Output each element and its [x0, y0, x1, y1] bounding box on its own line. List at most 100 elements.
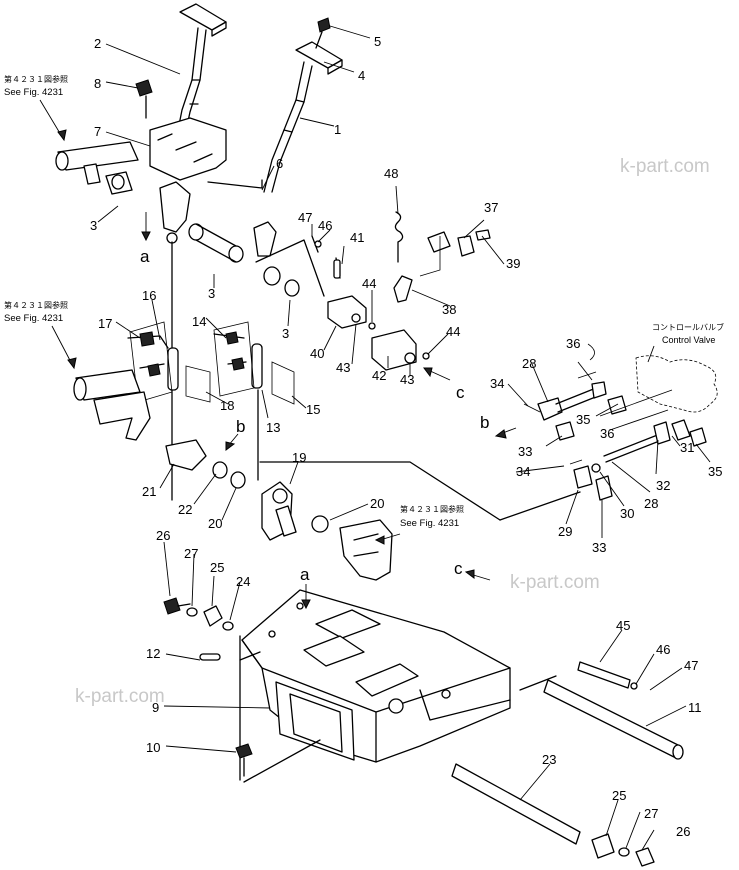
part-num-46-a: 46	[318, 218, 332, 233]
part-num-28-b: 28	[644, 496, 658, 511]
part-num-33-a: 33	[518, 444, 532, 459]
part-num-4: 4	[358, 68, 365, 83]
part-num-43-a: 43	[336, 360, 350, 375]
part-num-2: 2	[94, 36, 101, 51]
part-num-24: 24	[236, 574, 250, 589]
part-num-36-b: 36	[600, 426, 614, 441]
ref-letter-c-frame: c	[454, 559, 463, 578]
reference-arrows-drawing	[39, 99, 655, 610]
watermarks: k-part.com k-part.com k-part.com	[75, 156, 710, 707]
fig-ref-center-jp: 第４２３１図参照	[400, 504, 464, 514]
part-num-38: 38	[442, 302, 456, 317]
right-linkage-drawing	[499, 343, 707, 521]
part-num-23: 23	[542, 752, 556, 767]
part-numbers: 1 2 3 3 3 4 5 6 7 8 9 10 11 12 13 14 15 …	[90, 34, 722, 839]
part-num-12: 12	[146, 646, 160, 661]
fig-ref-mid-en: See Fig. 4231	[4, 313, 63, 324]
part-num-25-b: 25	[612, 788, 626, 803]
watermark-center: k-part.com	[510, 572, 600, 593]
part-num-19: 19	[292, 450, 306, 465]
ref-letters: a b c a b c	[140, 247, 489, 584]
long-shafts-drawing	[451, 661, 684, 867]
part-num-30: 30	[620, 506, 634, 521]
part-num-21: 21	[142, 484, 156, 499]
bushings-3-drawing	[188, 223, 325, 297]
lever-1-drawing	[253, 41, 343, 257]
part-num-32: 32	[656, 478, 670, 493]
control-valve-label-en: Control Valve	[662, 335, 715, 345]
part-num-18: 18	[220, 398, 234, 413]
control-valve-label-jp: コントロールバルブ	[652, 322, 724, 332]
part-num-27-b: 27	[644, 806, 658, 821]
fig-ref-center-en: See Fig. 4231	[400, 518, 459, 529]
part-num-43-b: 43	[400, 372, 414, 387]
part-num-20-a: 20	[370, 496, 384, 511]
part-num-3-c: 3	[282, 326, 289, 341]
part-num-47-b: 47	[684, 658, 698, 673]
part-num-34-a: 34	[490, 376, 504, 391]
part-num-22: 22	[178, 502, 192, 517]
part-num-36-a: 36	[566, 336, 580, 351]
valve-block-drawing	[311, 211, 491, 371]
drawing	[39, 3, 718, 867]
ref-letter-a-frame: a	[300, 565, 310, 584]
fig-ref-top-en: See Fig. 4231	[4, 87, 63, 98]
part-num-35-b: 35	[708, 464, 722, 479]
watermark-left: k-part.com	[75, 686, 165, 707]
ref-letter-b-right: b	[480, 413, 489, 432]
shaft-top-left-drawing	[55, 141, 139, 195]
part-num-35-a: 35	[576, 412, 590, 427]
part-num-7: 7	[94, 124, 101, 139]
shaft-mid-left-drawing	[73, 369, 246, 489]
part-num-13: 13	[266, 420, 280, 435]
part-num-37: 37	[484, 200, 498, 215]
part-num-27-a: 27	[184, 546, 198, 561]
fasteners-drawing	[135, 17, 331, 777]
part-num-16: 16	[142, 288, 156, 303]
part-num-10: 10	[146, 740, 160, 755]
notes: 第４２３１図参照 See Fig. 4231 第４２３１図参照 See Fig.…	[4, 74, 724, 529]
valve-linkage-center-drawing	[339, 519, 393, 581]
bracket-7-drawing	[149, 117, 263, 501]
part-num-6: 6	[276, 156, 283, 171]
part-num-46-b: 46	[656, 642, 670, 657]
leader-lines	[97, 25, 711, 851]
part-num-11: 11	[688, 700, 702, 715]
ref-letter-a-top: a	[140, 247, 150, 266]
part-num-39: 39	[506, 256, 520, 271]
part-num-9: 9	[152, 700, 159, 715]
control-valve-drawing	[635, 355, 718, 413]
part-num-8: 8	[94, 76, 101, 91]
part-num-20-b: 20	[208, 516, 222, 531]
part-num-45: 45	[616, 618, 630, 633]
frame-9-drawing	[239, 589, 511, 783]
part-num-44-a: 44	[362, 276, 376, 291]
fig-ref-mid-jp: 第４２３１図参照	[4, 300, 68, 310]
part-num-40: 40	[310, 346, 324, 361]
part-num-42: 42	[372, 368, 386, 383]
part-num-44-b: 44	[446, 324, 460, 339]
part-num-26-b: 26	[676, 824, 690, 839]
part-num-5: 5	[374, 34, 381, 49]
part-num-17: 17	[98, 316, 112, 331]
part-num-25-a: 25	[210, 560, 224, 575]
ref-letter-c-valve: c	[456, 383, 465, 402]
part-num-1: 1	[334, 122, 341, 137]
part-num-47-a: 47	[298, 210, 312, 225]
part-num-26-a: 26	[156, 528, 170, 543]
part-num-28-a: 28	[522, 356, 536, 371]
part-num-14: 14	[192, 314, 206, 329]
part-num-48: 48	[384, 166, 398, 181]
part-num-33-b: 33	[592, 540, 606, 555]
watermark-top-right: k-part.com	[620, 156, 710, 177]
link-rods-drawing	[127, 321, 295, 481]
fig-ref-top-jp: 第４２３１図参照	[4, 74, 68, 84]
part-num-3-b: 3	[208, 286, 215, 301]
part-num-29: 29	[558, 524, 572, 539]
part-num-31: 31	[680, 440, 694, 455]
part-num-41: 41	[350, 230, 364, 245]
part-num-15: 15	[306, 402, 320, 417]
ref-letter-b-mid: b	[236, 417, 245, 436]
part-num-3-a: 3	[90, 218, 97, 233]
